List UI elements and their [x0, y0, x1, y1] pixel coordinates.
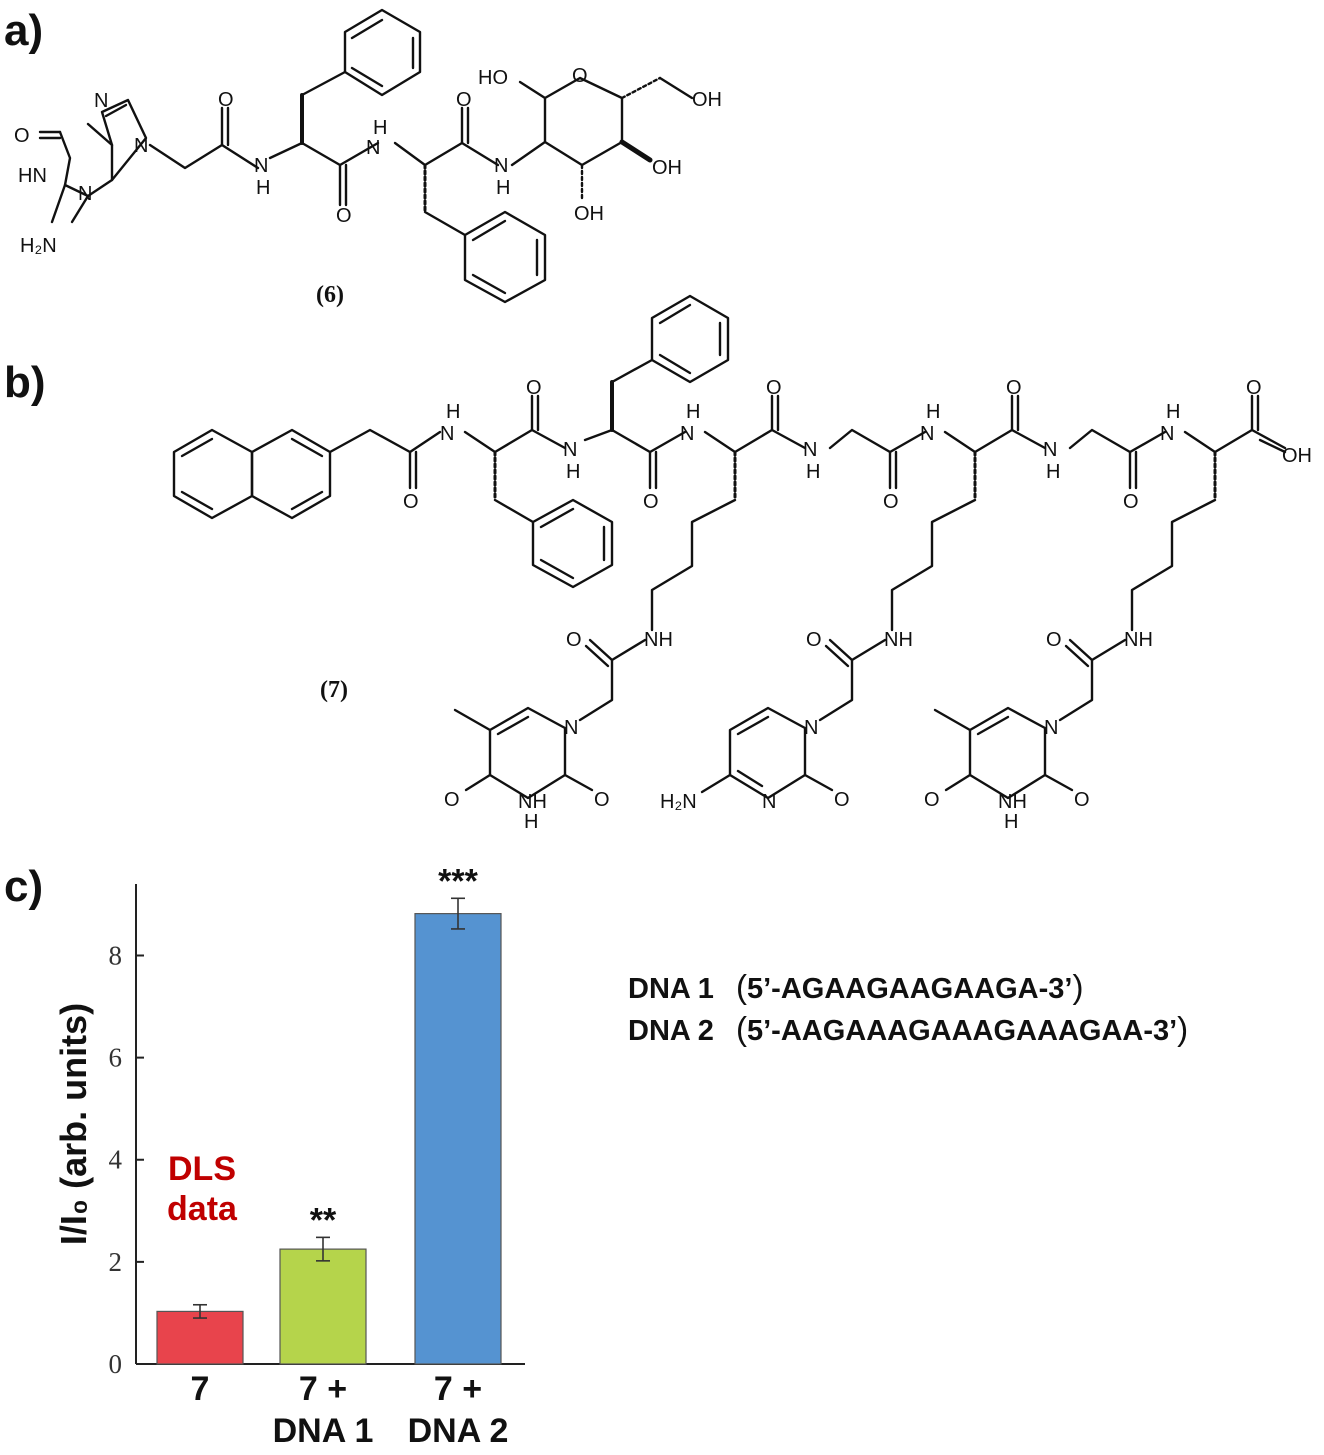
dna-sequence-2: DNA 2(5’-AAGAAAGAAAGAAAGAA-3’)	[628, 1010, 1189, 1047]
svg-text:O: O	[924, 789, 940, 811]
compound-6-atoms: O HN H₂N N N N O N H O H N O N H HO O OH…	[14, 65, 722, 308]
y-tick-label: 4	[109, 1145, 123, 1175]
category-label: DNA 2	[408, 1412, 509, 1450]
svg-text:H: H	[806, 461, 820, 483]
y-tick-label: 0	[109, 1349, 123, 1379]
compound-7-atoms: H N O O N H H N O O N H H N O O N H H N …	[320, 377, 1312, 833]
compound-7-structure	[172, 294, 1287, 800]
dna-sequence-text: 5’-AGAAGAAGAAGA-3’	[747, 973, 1073, 1005]
svg-text:H: H	[566, 461, 580, 483]
svg-text:O: O	[218, 89, 234, 111]
panel-label-a: a)	[4, 6, 44, 55]
svg-text:O: O	[643, 491, 659, 513]
svg-text:O: O	[1046, 629, 1062, 651]
svg-text:NH: NH	[884, 629, 913, 651]
svg-text:N: N	[803, 439, 817, 461]
svg-text:H: H	[926, 401, 940, 423]
svg-text:N: N	[920, 423, 934, 445]
compound-6-structure	[38, 8, 694, 304]
dna-name: DNA 2	[628, 1015, 714, 1047]
category-label: 7 +	[434, 1370, 482, 1408]
svg-text:N: N	[94, 90, 108, 112]
svg-text:NH: NH	[998, 791, 1027, 813]
svg-text:H: H	[256, 177, 270, 199]
significance-marker: ***	[438, 862, 478, 900]
svg-text:OH: OH	[692, 89, 722, 111]
svg-text:O: O	[883, 491, 899, 513]
svg-text:O: O	[444, 789, 460, 811]
category-label: 7	[191, 1370, 210, 1408]
svg-text:O: O	[766, 377, 782, 399]
svg-text:N: N	[564, 717, 578, 739]
svg-text:N: N	[680, 423, 694, 445]
svg-text:O: O	[14, 125, 30, 147]
compound-7-label: (7)	[320, 677, 348, 703]
svg-text:N: N	[1043, 439, 1057, 461]
svg-text:N: N	[762, 791, 776, 813]
svg-text:O: O	[834, 789, 850, 811]
svg-text:H: H	[496, 177, 510, 199]
svg-text:O: O	[403, 491, 419, 513]
category-label: DNA 1	[273, 1412, 374, 1450]
svg-text:O: O	[1074, 789, 1090, 811]
dna-sequence-1: DNA 1(5’-AGAAGAAGAAGA-3’)	[628, 968, 1084, 1005]
svg-text:HN: HN	[18, 165, 47, 187]
svg-text:O: O	[456, 89, 472, 111]
svg-text:N: N	[494, 155, 508, 177]
svg-text:N: N	[1160, 423, 1174, 445]
svg-text:O: O	[1006, 377, 1022, 399]
svg-text:O: O	[1123, 491, 1139, 513]
svg-text:N: N	[563, 439, 577, 461]
svg-text:O: O	[594, 789, 610, 811]
svg-text:N: N	[254, 155, 268, 177]
category-label: 7 +	[299, 1370, 347, 1408]
svg-text:NH: NH	[644, 629, 673, 651]
chemical-structures: O HN H₂N N N N O N H O H N O N H HO O OH…	[14, 8, 1312, 833]
svg-text:HO: HO	[478, 67, 508, 89]
panel-label-b: b)	[4, 358, 46, 407]
svg-text:N: N	[134, 135, 148, 157]
svg-text:H: H	[446, 401, 460, 423]
svg-text:O: O	[336, 205, 352, 227]
bar-2	[279, 1248, 367, 1365]
svg-text:H: H	[524, 811, 538, 833]
bar-3	[414, 913, 502, 1365]
svg-text:NH: NH	[518, 791, 547, 813]
y-axis-label: I/I₀ (arb. units)	[53, 1003, 94, 1245]
svg-text:NH: NH	[1124, 629, 1153, 651]
svg-text:H: H	[686, 401, 700, 423]
compound-6-label: (6)	[316, 282, 344, 308]
y-tick-label: 6	[109, 1043, 123, 1073]
svg-text:N: N	[440, 423, 454, 445]
dls-annotation: DLS	[168, 1150, 236, 1188]
dna-sequence-text: 5’-AAGAAAGAAAGAAAGAA-3’	[747, 1015, 1178, 1047]
svg-text:O: O	[526, 377, 542, 399]
svg-text:N: N	[804, 717, 818, 739]
svg-text:H: H	[373, 117, 387, 139]
svg-text:OH: OH	[574, 203, 604, 225]
svg-text:H₂N: H₂N	[660, 791, 697, 813]
svg-text:OH: OH	[1282, 445, 1312, 467]
dls-annotation: data	[167, 1190, 238, 1228]
significance-marker: **	[310, 1201, 337, 1239]
y-tick-label: 2	[109, 1247, 123, 1277]
svg-text:H: H	[1046, 461, 1060, 483]
svg-text:H: H	[1004, 811, 1018, 833]
svg-text:N: N	[1044, 717, 1058, 739]
svg-text:O: O	[572, 65, 588, 87]
svg-text:H: H	[1166, 401, 1180, 423]
bar-1	[156, 1310, 244, 1365]
svg-text:N: N	[366, 137, 380, 159]
panel-label-c: c)	[4, 862, 44, 911]
y-tick-label: 8	[109, 940, 123, 970]
svg-text:O: O	[566, 629, 582, 651]
svg-text:N: N	[78, 183, 92, 205]
svg-text:H₂N: H₂N	[20, 235, 57, 257]
svg-text:O: O	[806, 629, 822, 651]
svg-text:OH: OH	[652, 157, 682, 179]
svg-text:O: O	[1246, 377, 1262, 399]
dna-name: DNA 1	[628, 973, 714, 1005]
